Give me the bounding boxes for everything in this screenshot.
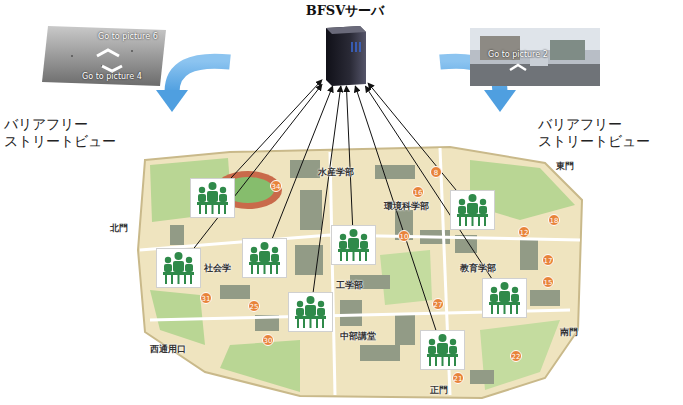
upload-arrow xyxy=(231,80,322,178)
callout-number: 15 xyxy=(542,276,554,288)
gate-label: 南門 xyxy=(560,326,578,339)
building-label: 環境科学部 xyxy=(384,200,429,213)
gate-label: 北門 xyxy=(110,222,128,235)
location-icon xyxy=(482,278,527,318)
node-shape xyxy=(288,292,333,336)
callout-number: 31 xyxy=(200,292,212,304)
callout-number: 16 xyxy=(412,186,424,198)
building-label: 水産学部 xyxy=(318,166,354,179)
callout-number: 30 xyxy=(262,334,274,346)
callout-number: 27 xyxy=(432,298,444,310)
callout-number: 18 xyxy=(548,214,560,226)
node-shape xyxy=(470,28,600,90)
node-shape xyxy=(450,190,495,234)
upload-arrow xyxy=(194,84,322,248)
upload-arrow xyxy=(365,86,491,278)
server: BFSVサーバ xyxy=(322,24,368,86)
upload-arrow xyxy=(346,86,352,225)
building-label: 工学部 xyxy=(336,279,363,292)
campus-map xyxy=(138,147,582,398)
callout-number: 10 xyxy=(398,230,410,242)
node-shape xyxy=(420,330,465,374)
building-label: 教育学部 xyxy=(460,262,496,275)
node-shape xyxy=(190,178,235,222)
location-icon xyxy=(190,178,235,218)
upload-arrow xyxy=(355,86,436,330)
callout-number: 17 xyxy=(542,254,554,266)
location-icon xyxy=(331,225,376,265)
location-icon xyxy=(156,248,201,288)
callout-number: 34 xyxy=(270,180,282,192)
building-label: 社会学 xyxy=(204,262,231,275)
upload-arrow xyxy=(272,86,332,238)
callout-number: 25 xyxy=(248,300,260,312)
node-shape xyxy=(322,24,368,90)
view-arrow xyxy=(156,61,230,112)
callout-number: 12 xyxy=(518,226,530,238)
node-shape xyxy=(242,238,287,282)
node-text: Go to picture 6 xyxy=(98,32,158,41)
gate-label: 正門 xyxy=(430,384,448,397)
node-shape xyxy=(482,278,527,322)
street-view-photo: Go to picture 2 xyxy=(470,28,600,86)
upload-arrow xyxy=(368,83,456,190)
building-label: 中部講堂 xyxy=(340,330,376,343)
gate-label: 東門 xyxy=(556,160,574,173)
callout-number: 8 xyxy=(430,166,442,178)
gate-label: 西通用口 xyxy=(150,343,186,356)
node-shape xyxy=(156,248,201,292)
location-icon xyxy=(420,330,465,370)
node-text: Go to picture 4 xyxy=(82,72,142,81)
node-text: Go to picture 2 xyxy=(488,50,548,59)
location-icon xyxy=(450,190,495,230)
location-icon xyxy=(288,292,333,332)
view-label: バリアフリー ストリートビュー xyxy=(4,116,129,150)
location-icon xyxy=(242,238,287,278)
callout-number: 21 xyxy=(452,372,464,384)
node-shape xyxy=(331,225,376,269)
callout-number: 22 xyxy=(510,350,522,362)
street-view-photo: Go to picture 6 Go to picture 4 xyxy=(42,26,166,86)
view-label: バリアフリー ストリートビュー xyxy=(538,116,663,150)
node-text: BFSVサーバ xyxy=(285,2,405,20)
